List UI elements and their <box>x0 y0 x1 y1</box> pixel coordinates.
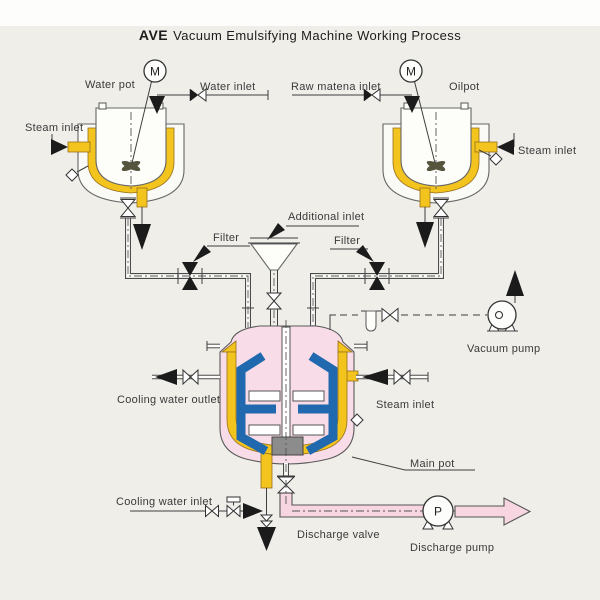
drain-stub-oil <box>419 187 431 208</box>
main-pot-sensor <box>350 413 364 427</box>
page-title: AVE Vacuum Emulsifying Machine Working P… <box>0 27 600 43</box>
discharge-flow-arrow <box>454 497 532 526</box>
oil-pot-sensor <box>478 149 503 166</box>
water-pot-sensor <box>65 165 89 182</box>
label-water-pot: Water pot <box>85 79 135 91</box>
water-pot-impeller <box>121 160 141 172</box>
filter-left-icon <box>182 245 250 290</box>
oil-pot-drain-arrow <box>416 207 434 248</box>
main-pot-drain-stub <box>260 449 273 489</box>
steam-inlet-right-arrow <box>497 133 515 155</box>
main-pot-side-stub-right <box>354 341 368 351</box>
title-text: Vacuum Emulsifying Machine Working Proce… <box>173 28 462 43</box>
label-filter-right: Filter <box>334 235 361 247</box>
sight-glass <box>361 310 381 332</box>
filter-right-icon <box>330 245 385 290</box>
pump-symbol: P <box>434 505 442 519</box>
water-pot-outlet-valve <box>119 197 137 219</box>
homogenizer <box>271 436 304 456</box>
label-cooling-water-outlet: Cooling water outlet <box>117 394 221 406</box>
pipe-water-to-main <box>125 218 254 328</box>
motor-symbol-water: M <box>150 65 160 79</box>
water-pot-vessel <box>67 102 185 250</box>
main-pot-leader <box>351 456 475 471</box>
oil-pot-motor: M <box>399 59 436 164</box>
main-pot-vessel <box>206 325 368 489</box>
label-steam-inlet-main: Steam inlet <box>376 399 435 411</box>
paddles <box>248 390 325 436</box>
water-inlet-line <box>149 88 269 114</box>
raw-material-inlet-line <box>292 88 420 113</box>
cooling-water-outlet-line <box>152 368 220 386</box>
label-vacuum-pump: Vacuum pump <box>467 343 541 355</box>
label-additional-inlet: Additional inlet <box>288 211 365 223</box>
discharge-valve-icon <box>276 475 296 494</box>
steam-stub-oil <box>474 141 498 153</box>
discharge-pipe <box>279 492 426 518</box>
label-water-inlet: Water inlet <box>200 81 256 93</box>
oil-pot-vessel <box>382 102 498 248</box>
title-brand: AVE <box>138 27 169 43</box>
motor-symbol-oil: M <box>406 65 416 79</box>
oil-pot-impeller <box>426 160 446 172</box>
label-discharge-pump: Discharge pump <box>410 542 495 554</box>
steam-inlet-main-line <box>356 368 429 386</box>
discharge-pump-icon: P <box>422 495 454 530</box>
oil-pot-outlet-valve <box>432 197 450 219</box>
water-pot-drain-arrow <box>133 207 151 250</box>
drain-stub-water <box>136 187 148 208</box>
label-steam-inlet-right: Steam inlet <box>518 145 577 157</box>
label-discharge-valve: Discharge valve <box>297 529 380 541</box>
water-pot-motor: M <box>131 59 167 164</box>
main-pot-side-stub-left <box>206 341 220 351</box>
jacket-drain-line <box>257 488 276 551</box>
vacuum-pump-icon <box>487 270 524 332</box>
anchor-agitator <box>236 352 338 455</box>
discharge-section: P <box>130 320 532 551</box>
label-steam-inlet-left: Steam inlet <box>25 122 84 134</box>
label-raw-material-inlet: Raw matena inlet <box>291 81 381 93</box>
additional-inlet-funnel <box>248 223 359 328</box>
steam-inlet-left-arrow <box>51 134 68 155</box>
label-cooling-water-inlet: Cooling water inlet <box>116 496 213 508</box>
label-oil-pot: Oilpot <box>449 81 480 93</box>
cooling-water-inlet-line <box>130 496 263 519</box>
vacuum-line <box>329 307 487 332</box>
top-margin <box>0 0 600 26</box>
label-main-pot: Main pot <box>410 458 455 470</box>
label-filter-left: Filter <box>213 232 240 244</box>
steam-stub-water <box>67 141 91 153</box>
